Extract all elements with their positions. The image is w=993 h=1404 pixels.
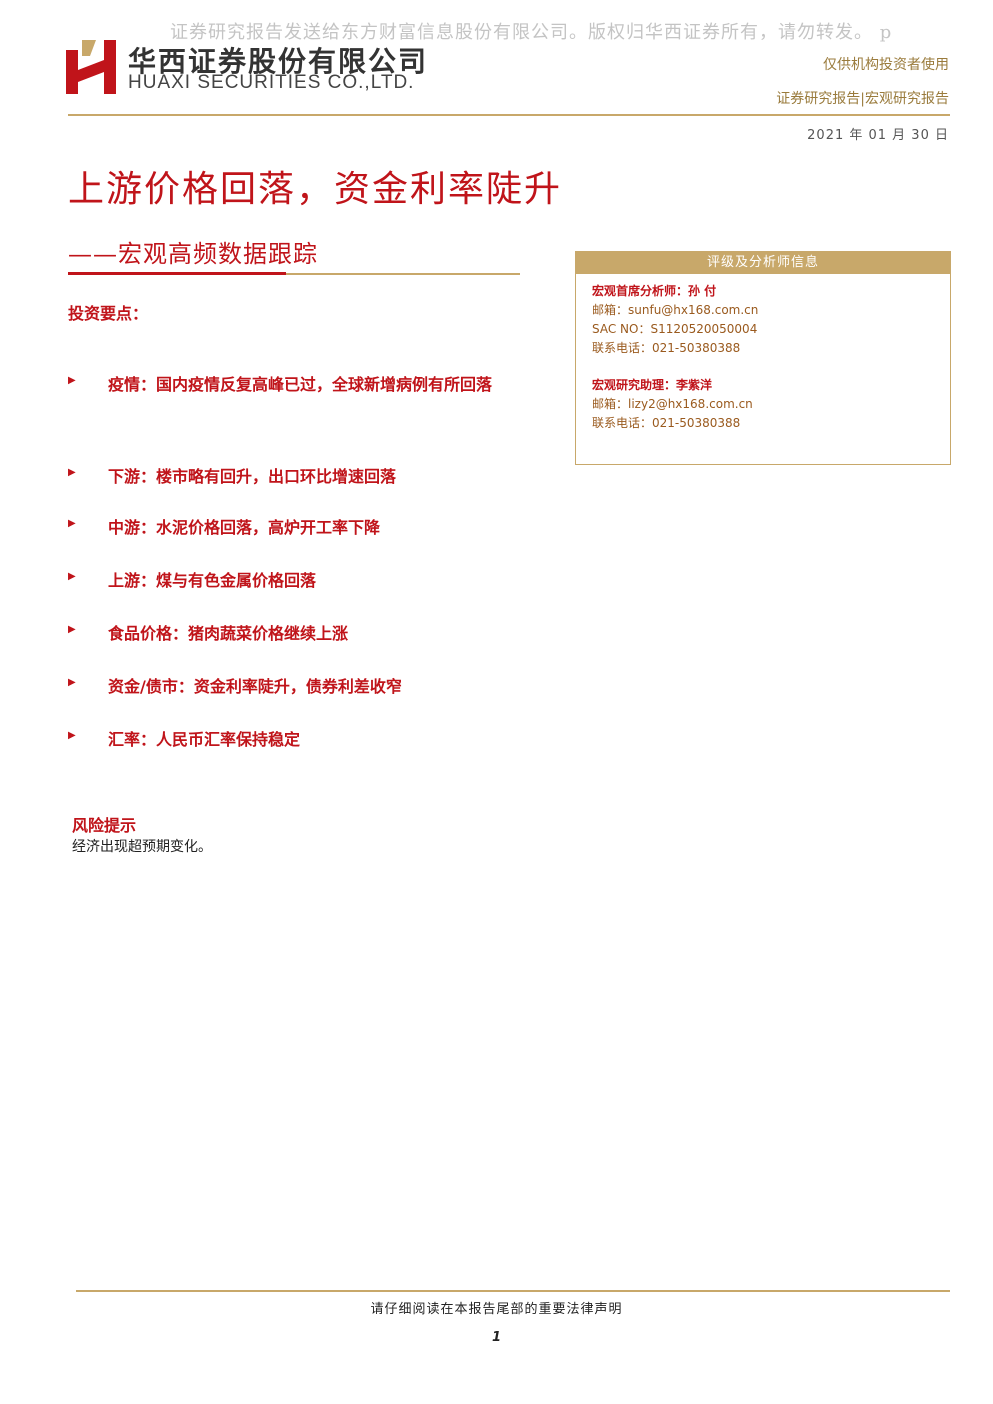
- header-divider: [68, 114, 950, 116]
- analyst-phone: 联系电话：021-50380388: [592, 416, 741, 430]
- watermark-text: 证券研究报告发送给东方财富信息股份有限公司。版权归华西证券所有，请勿转发。 p: [170, 22, 893, 43]
- key-point-item: ▶ 下游：楼市略有回升，出口环比增速回落: [68, 464, 563, 490]
- company-name-en: HUAXI SECURITIES CO.,LTD.: [128, 72, 415, 93]
- company-name-cn: 华西证券股份有限公司: [128, 45, 429, 78]
- key-point-text: 上游：煤与有色金属价格回落: [108, 571, 317, 590]
- analyst-panel-heading: 评级及分析师信息: [576, 252, 950, 274]
- key-point-text: 资金/债市：资金利率陡升，债券利差收窄: [108, 677, 402, 696]
- analyst-email: 邮箱：lizy2@hx168.com.cn: [592, 397, 753, 411]
- legal-notice: 请仔细阅读在本报告尾部的重要法律声明: [370, 1302, 623, 1317]
- footer-divider: [76, 1290, 950, 1292]
- subtitle-underline-gold: [286, 273, 520, 275]
- analyst-phone: 联系电话：021-50380388: [592, 341, 741, 355]
- page-number: 1: [491, 1330, 502, 1345]
- bullet-arrow-icon: ▶: [68, 624, 76, 635]
- key-point-item: ▶ 汇率：人民币汇率保持稳定: [68, 727, 563, 753]
- key-point-item: ▶ 食品价格：猪肉蔬菜价格继续上涨: [68, 621, 563, 647]
- key-point-text: 下游：楼市略有回升，出口环比增速回落: [108, 467, 397, 486]
- bullet-arrow-icon: ▶: [68, 571, 76, 582]
- key-point-text: 食品价格：猪肉蔬菜价格继续上涨: [108, 624, 349, 643]
- key-points-heading: 投资要点：: [68, 304, 149, 323]
- analyst-email: 邮箱：sunfu@hx168.com.cn: [592, 303, 759, 317]
- audience-label: 仅供机构投资者使用: [823, 57, 949, 73]
- report-date: 2021 年 01 月 30 日: [807, 128, 949, 143]
- analyst-info-panel: 评级及分析师信息 宏观首席分析师：孙 付 邮箱：sunfu@hx168.com.…: [575, 251, 951, 465]
- huaxi-logo-icon: [66, 40, 116, 94]
- analyst-role-name: 宏观研究助理：李紫洋: [592, 378, 713, 392]
- key-point-text: 汇率：人民币汇率保持稳定: [108, 730, 301, 749]
- bullet-arrow-icon: ▶: [68, 375, 76, 386]
- key-point-text: 中游：水泥价格回落，高炉开工率下降: [108, 518, 381, 537]
- subtitle-underline-red: [68, 272, 286, 275]
- risk-heading: 风险提示: [72, 816, 137, 835]
- report-type-label: 证券研究报告|宏观研究报告: [776, 91, 949, 107]
- report-subtitle: ——宏观高频数据跟踪: [68, 240, 318, 268]
- key-point-item: ▶ 中游：水泥价格回落，高炉开工率下降: [68, 515, 563, 541]
- key-point-item: ▶ 上游：煤与有色金属价格回落: [68, 568, 563, 594]
- key-point-item: ▶ 疫情：国内疫情反复高峰已过，全球新增病例有所回落: [68, 372, 563, 398]
- analyst-role-name: 宏观首席分析师：孙 付: [592, 284, 717, 298]
- risk-text: 经济出现超预期变化。: [72, 839, 212, 855]
- bullet-arrow-icon: ▶: [68, 677, 76, 688]
- bullet-arrow-icon: ▶: [68, 518, 76, 529]
- bullet-arrow-icon: ▶: [68, 730, 76, 741]
- report-title: 上游价格回落，资金利率陡升: [68, 169, 563, 210]
- analyst-sac-number: SAC NO：S1120520050004: [592, 322, 758, 336]
- bullet-arrow-icon: ▶: [68, 467, 76, 478]
- key-point-text: 疫情：国内疫情反复高峰已过，全球新增病例有所回落: [108, 375, 493, 394]
- key-point-item: ▶ 资金/债市：资金利率陡升，债券利差收窄: [68, 674, 563, 700]
